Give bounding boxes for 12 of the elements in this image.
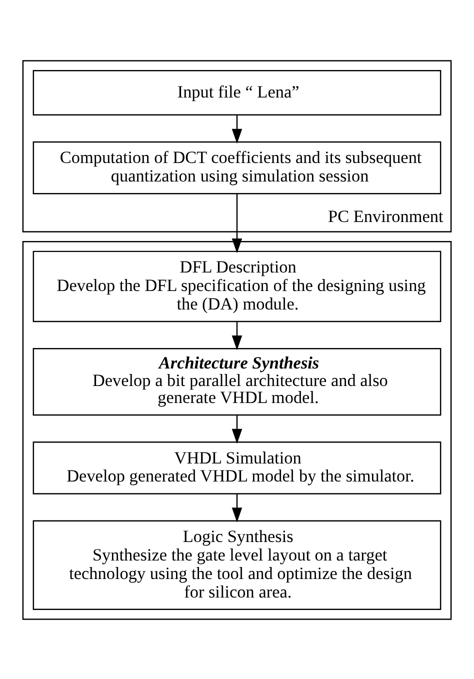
arrow (232, 114, 242, 144)
node-box: DFL Description Develop the DFL specification of the designing using the (DA) module. (32, 250, 442, 322)
node-box: VHDL Simulation Develop generated VHDL model by the simulator. (32, 440, 442, 494)
cluster (22, 240, 452, 620)
arrow (232, 414, 242, 444)
node-box: Architecture Synthesis Develop a bit parallel architecture and also generate VHDL model. (32, 348, 442, 416)
arrow (232, 193, 242, 253)
node-box: Input file “ Lena” (32, 70, 442, 115)
arrow (232, 494, 242, 522)
node-box: Logic Synthesis Synthesize the gate level layout on a target technology using the tool and optimize the design for silicon area. (32, 520, 442, 610)
node-box: Computation of DCT coefficients and its subsequent quantization using simulation session (32, 140, 442, 194)
arrow (232, 321, 242, 350)
